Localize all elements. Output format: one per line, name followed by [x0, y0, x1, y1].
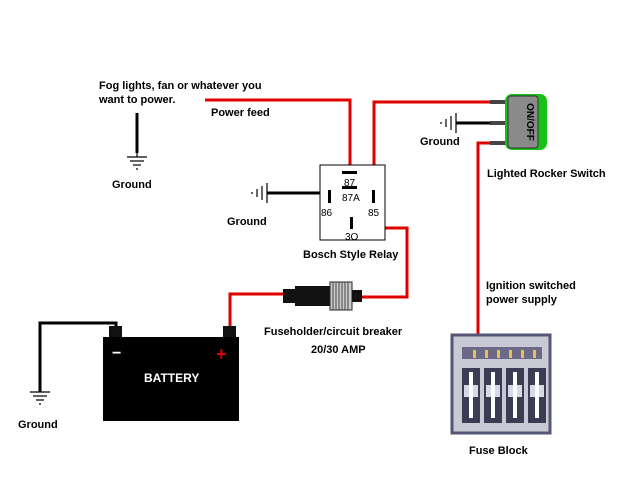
power-feed-label: Power feed: [211, 107, 270, 119]
relay-pin-30-label: 3O: [345, 232, 359, 243]
battery-label: BATTERY: [144, 371, 199, 385]
relay-name-label: Bosch Style Relay: [303, 249, 399, 261]
relay-pin-87a-blade: [342, 186, 357, 189]
switch-terminal-middle: [490, 121, 510, 125]
ground-symbol-battery: [30, 391, 50, 405]
relay-pin-87a-label: 87A: [342, 193, 360, 204]
fuseholder-label-line2: 20/30 AMP: [311, 344, 366, 356]
switch-body: [507, 95, 539, 149]
fuseholder: [283, 281, 362, 311]
relay: 87 87A 86 85 3O: [319, 164, 386, 243]
ground-label-battery: Ground: [18, 419, 58, 431]
power-feed-wire: [205, 98, 352, 172]
relay-pin-87-label: 87: [344, 178, 356, 189]
relay-pin-86-blade: [328, 190, 331, 203]
ground-label-switch: Ground: [420, 136, 460, 148]
ignition-label-line2: power supply: [486, 294, 558, 306]
ground-symbol-relay: [251, 183, 268, 203]
switch-name-label: Lighted Rocker Switch: [487, 168, 606, 180]
relay-pin-86-label: 86: [321, 208, 333, 219]
battery-negative-terminal: [109, 326, 122, 338]
battery: − + BATTERY: [103, 326, 239, 421]
fuse-block-slots: [462, 368, 546, 423]
fuse-block: [450, 333, 552, 435]
fuse-block-label: Fuse Block: [469, 445, 529, 457]
ground-label-relay: Ground: [227, 216, 267, 228]
relay-pin-87-blade: [342, 171, 357, 174]
fuse-block-contacts: [473, 350, 536, 358]
ground-symbol-switch: [440, 113, 457, 133]
fuseholder-label-line1: Fuseholder/circuit breaker: [264, 326, 403, 338]
switch-to-relay85-wire: [372, 100, 503, 190]
load-label-line2: want to power.: [98, 94, 175, 106]
ground-label-load: Ground: [112, 179, 152, 191]
battery-positive-terminal: [223, 326, 236, 338]
switch-terminal-bottom: [490, 141, 510, 145]
ground-symbol-load: [127, 153, 147, 170]
relay-pin-85-blade: [372, 190, 375, 203]
switch-on-off-text: ON/OFF: [524, 103, 535, 141]
rocker-switch: ON/OFF: [490, 94, 547, 150]
fuseholder-right-cap: [352, 290, 362, 302]
switch-terminal-top: [490, 100, 510, 104]
battery-negative-sign: −: [112, 345, 121, 362]
ignition-label-line1: Ignition switched: [486, 280, 576, 292]
fuseholder-left-cap: [283, 289, 295, 303]
fuseholder-to-battery-wire: [228, 292, 283, 328]
relay-pin-85-label: 85: [368, 208, 380, 219]
battery-positive-sign: +: [216, 344, 227, 364]
relay-pin-30-blade: [350, 217, 353, 229]
fuseholder-body: [295, 286, 330, 306]
load-label-line1: Fog lights, fan or whatever you: [99, 80, 262, 92]
battery-body: [103, 337, 239, 421]
